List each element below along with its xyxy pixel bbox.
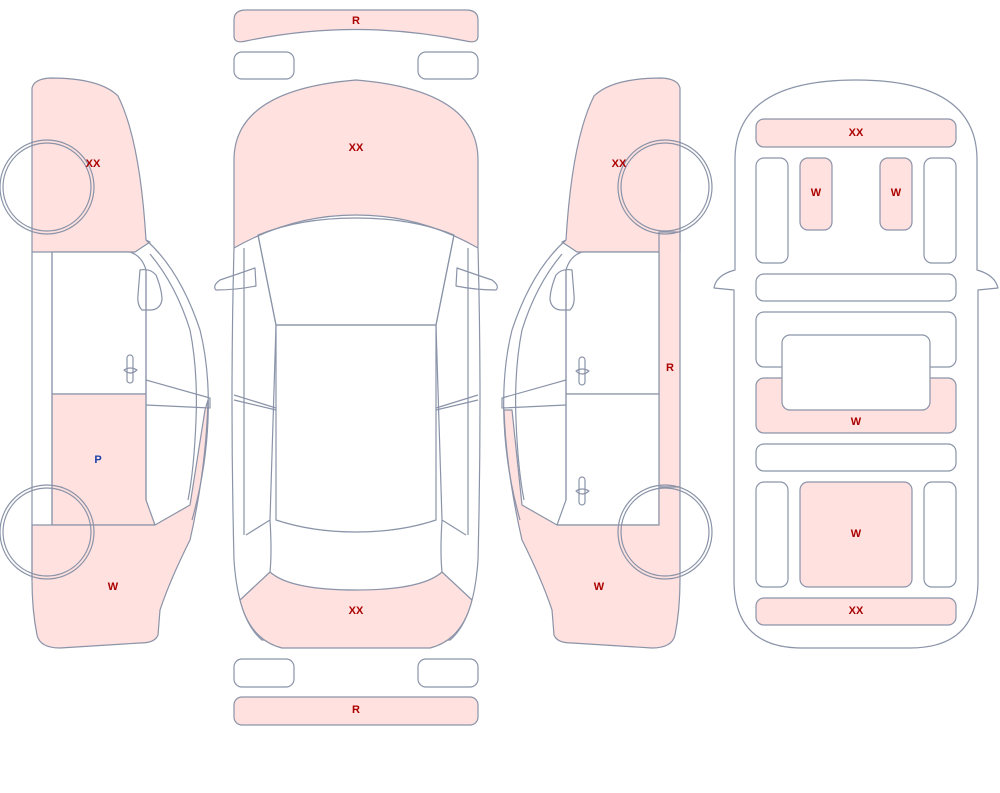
top-right-mirror <box>455 267 498 291</box>
rear-trunk-panel[interactable] <box>239 571 473 649</box>
hood-panel[interactable] <box>233 79 479 249</box>
left-rear-quarter-mark: W <box>108 581 119 593</box>
right-front-door-panel[interactable] <box>565 251 660 395</box>
interior-rear-right-trim[interactable] <box>923 481 957 588</box>
left-front-wheel <box>0 139 95 235</box>
left-rear-door-mark: P <box>94 454 101 466</box>
front-right-light <box>417 51 479 80</box>
interior-rear-bench-mark: XX <box>849 605 864 617</box>
right-front-fender-panel[interactable] <box>561 77 681 253</box>
interior-left-front-seat[interactable] <box>799 157 833 231</box>
rear-left-light <box>233 658 295 688</box>
left-mirror-icon <box>137 268 163 311</box>
right-rear-door-panel[interactable] <box>556 393 660 526</box>
interior-rear-left-trim[interactable] <box>755 481 789 588</box>
right-rear-wheel <box>617 484 713 580</box>
left-front-fender-panel[interactable] <box>31 77 151 253</box>
interior-rear-bench[interactable] <box>755 597 957 626</box>
left-side-view: XX P W <box>0 77 211 649</box>
interior-view: XX W W W W XX <box>713 79 999 649</box>
right-rear-door-handle <box>578 476 586 506</box>
front-bumper-panel[interactable] <box>233 9 479 43</box>
interior-dash-panel[interactable] <box>755 118 957 148</box>
front-left-light <box>233 51 295 80</box>
rear-bumper-panel[interactable] <box>233 696 479 726</box>
interior-center-seat[interactable] <box>781 334 931 411</box>
rear-right-light <box>417 658 479 688</box>
right-rocker-mark: R <box>666 362 674 374</box>
left-rear-quarter-panel[interactable] <box>31 399 209 649</box>
interior-rear-strip[interactable] <box>755 443 957 472</box>
left-front-fender-mark: XX <box>86 158 101 170</box>
rear-trunk-mark: XX <box>349 605 364 617</box>
top-view: R XX XX R <box>214 9 498 726</box>
right-rear-quarter-mark: W <box>594 581 605 593</box>
left-rear-wheel <box>0 484 95 580</box>
right-mirror-icon <box>549 268 575 311</box>
interior-rear-cargo[interactable] <box>799 481 913 588</box>
interior-rear-cargo-mark: W <box>851 528 862 540</box>
interior-console-strip[interactable] <box>755 273 957 302</box>
hood-mark: XX <box>349 142 364 154</box>
interior-dash-mark: XX <box>849 127 864 139</box>
right-rocker-panel[interactable] <box>658 231 681 488</box>
rear-bumper-mark: R <box>352 704 360 716</box>
interior-left-door-trim[interactable] <box>755 157 789 264</box>
interior-left-front-seat-mark: W <box>811 187 822 199</box>
interior-middle-row-mark: W <box>851 416 862 428</box>
interior-shell <box>713 79 999 649</box>
right-front-fender-mark: XX <box>612 158 627 170</box>
interior-right-door-trim[interactable] <box>923 157 957 264</box>
left-rear-door-panel[interactable] <box>51 393 156 526</box>
right-side-view: XX R W <box>501 77 713 649</box>
interior-right-front-seat[interactable] <box>879 157 913 231</box>
right-front-door-handle <box>578 356 586 386</box>
top-left-mirror <box>214 267 257 291</box>
right-front-wheel <box>617 139 713 235</box>
front-bumper-mark: R <box>352 15 360 27</box>
interior-right-front-seat-mark: W <box>891 187 902 199</box>
